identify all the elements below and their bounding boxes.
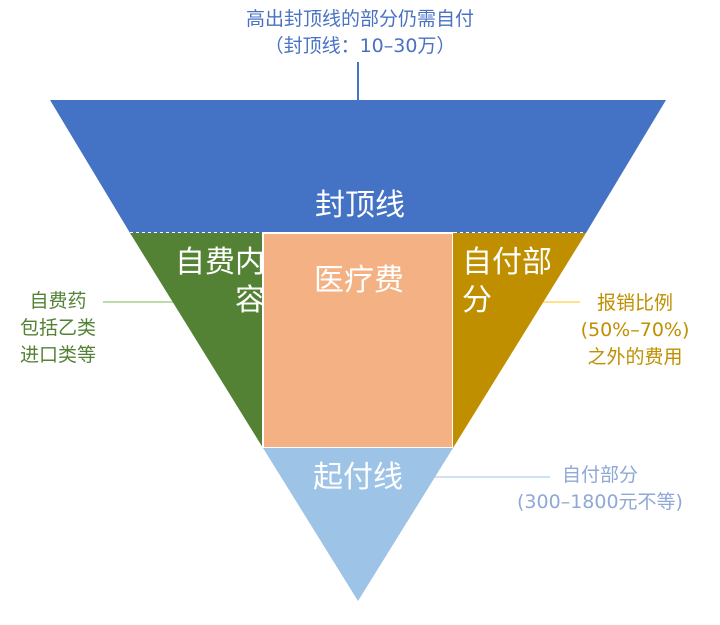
cap-segment (50, 100, 666, 233)
own-expense-label: 自费内 容 (150, 244, 265, 320)
bottom-note: 自付部分 (300–1800元不等) (480, 462, 720, 516)
self-pay-label: 自付部 分 (462, 244, 582, 320)
left-note-line1: 自费药 (29, 290, 87, 312)
own-expense-line1: 自费内 (175, 245, 265, 280)
left-note-line2: 包括乙类 (19, 317, 96, 339)
medical-fee-label: 医疗费 (314, 263, 404, 298)
self-pay-segment (453, 233, 586, 448)
own-expense-segment (130, 233, 263, 448)
top-note-line1: 高出封顶线的部分仍需自付 (245, 8, 474, 30)
own-expense-line2: 容 (235, 283, 265, 318)
floor-segment (263, 448, 453, 601)
bottom-note-line1: 自付部分 (561, 464, 638, 486)
self-pay-line1: 自付部 (462, 245, 552, 280)
bottom-note-line2: (300–1800元不等) (517, 491, 683, 513)
right-note-line2: (50%–70%) (580, 319, 690, 341)
right-note-line3: 之外的费用 (587, 346, 683, 368)
floor-label: 起付线 (313, 460, 403, 495)
left-note-line3: 进口类等 (19, 344, 96, 366)
top-note-line2: （封顶线：10–30万） (264, 35, 456, 57)
right-note: 报销比例 (50%–70%) 之外的费用 (570, 290, 700, 371)
left-note: 自费药 包括乙类 进口类等 (8, 288, 108, 369)
cap-label: 封顶线 (315, 188, 405, 223)
right-note-line1: 报销比例 (596, 292, 673, 314)
self-pay-line2: 分 (462, 283, 492, 318)
top-note: 高出封顶线的部分仍需自付 （封顶线：10–30万） (160, 6, 560, 60)
